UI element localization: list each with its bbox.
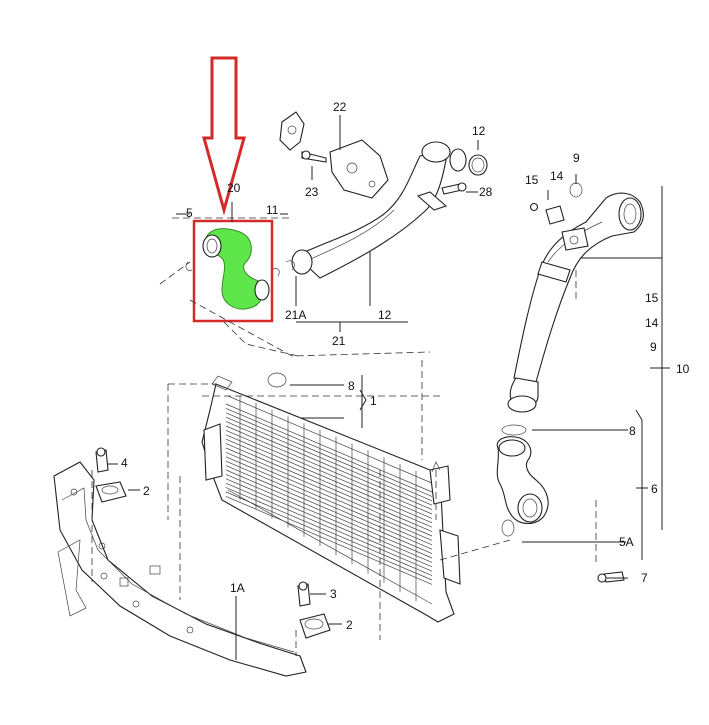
mount-rubber-upper xyxy=(95,481,127,503)
callout-28: 28 xyxy=(479,185,493,199)
callout-2-lower: 2 xyxy=(346,618,353,632)
callout-23: 23 xyxy=(305,185,319,199)
right-charge-pipe xyxy=(496,182,644,583)
callout-14-top: 14 xyxy=(550,169,564,183)
callout-9-right: 9 xyxy=(650,340,657,354)
callout-12-mid: 12 xyxy=(378,308,392,322)
callout-9-top: 9 xyxy=(573,151,580,165)
down-arrow-icon xyxy=(202,56,246,216)
callout-1a: 1A xyxy=(230,581,245,595)
callout-20: 20 xyxy=(227,181,241,195)
callout-4: 4 xyxy=(121,456,128,470)
selection-box xyxy=(192,219,274,323)
mounting-bracket xyxy=(279,111,467,199)
callout-5: 5 xyxy=(186,206,193,220)
callout-3: 3 xyxy=(330,587,337,601)
callout-14-right: 14 xyxy=(645,316,659,330)
leader-lines xyxy=(108,115,670,660)
upper-charge-pipe xyxy=(291,141,488,279)
callout-15-right: 15 xyxy=(645,291,659,305)
bolt-upper xyxy=(95,447,109,473)
mount-rubber-lower xyxy=(299,613,331,639)
callout-1: 1 xyxy=(370,394,377,408)
callout-21: 21 xyxy=(332,334,346,348)
callout-8-right: 8 xyxy=(629,424,636,438)
callout-21a: 21A xyxy=(285,308,306,322)
bolt-lower xyxy=(297,581,311,607)
callout-2-upper: 2 xyxy=(143,484,150,498)
callout-8-left: 8 xyxy=(348,379,355,393)
callout-5a: 5A xyxy=(619,535,634,549)
callout-10: 10 xyxy=(676,362,690,376)
callout-7: 7 xyxy=(641,571,648,585)
callout-11: 11 xyxy=(266,203,279,217)
highlighted-hose xyxy=(185,228,295,310)
callout-22: 22 xyxy=(333,100,347,114)
callout-15-top: 15 xyxy=(525,173,539,187)
dashed-frames xyxy=(91,217,597,656)
callout-12-top: 12 xyxy=(472,124,486,138)
callout-labels: 22 12 23 28 20 5 11 21A 12 21 15 14 9 15… xyxy=(121,100,690,632)
intercooler xyxy=(201,372,461,623)
callout-6: 6 xyxy=(651,482,658,496)
